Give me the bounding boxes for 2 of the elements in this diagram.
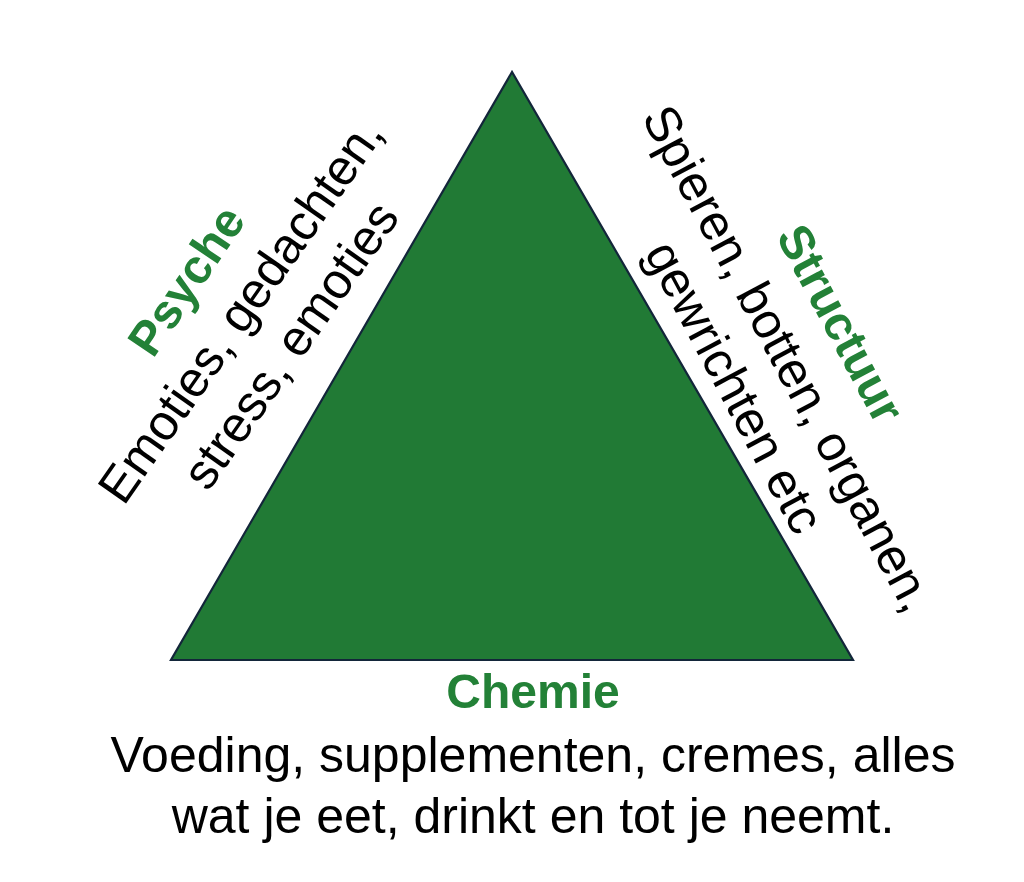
base-heading: Chemie — [446, 663, 620, 720]
base-description: Voeding, supplementen, cremes, alles wat je eet, drinkt en tot je neemt. — [109, 726, 957, 846]
